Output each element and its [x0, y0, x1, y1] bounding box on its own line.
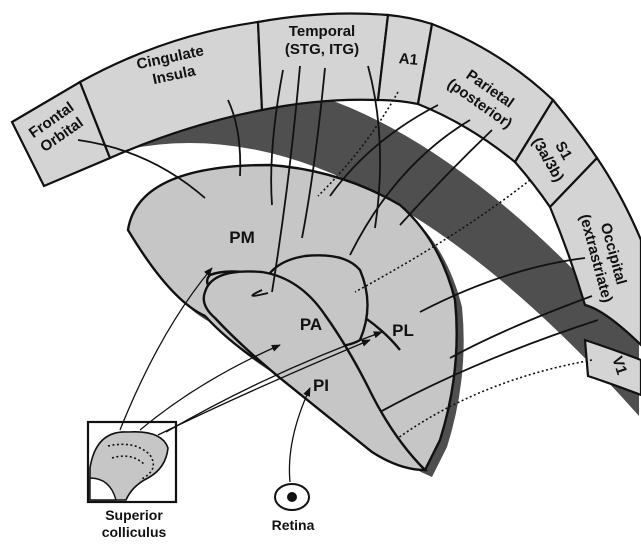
segment-v1 — [583, 338, 641, 397]
connection-cingulate-pm — [227, 99, 242, 177]
dotted-s1 — [354, 179, 531, 293]
label-pm: PM — [229, 228, 255, 247]
connection-temporal-pm-2 — [301, 67, 326, 239]
connection-occipital-pl-1 — [419, 257, 586, 313]
dotted-a1 — [317, 91, 399, 197]
label-v1: V1 — [608, 354, 630, 377]
connection-parietal-pa — [349, 119, 471, 256]
connection-frontal-pm — [77, 139, 206, 199]
arrow-sc-to-pl-2 — [165, 331, 383, 433]
svg-text:V1: V1 — [608, 354, 630, 377]
connection-temporal-pm-1 — [270, 69, 284, 206]
dotted-v1 — [397, 359, 593, 439]
arrow-sc-to-pm — [119, 267, 213, 431]
retina-eye-icon — [274, 483, 310, 511]
pulvinar-pi — [202, 270, 428, 472]
label-a1: A1 — [398, 50, 419, 69]
svg-text:A1: A1 — [398, 50, 419, 69]
label-retina: Retina — [272, 517, 315, 533]
label-superior-colliculus: Superior colliculus — [102, 507, 167, 540]
svg-text:Superior: Superior — [105, 507, 163, 523]
superior-colliculus-diagram — [86, 420, 178, 504]
svg-text:(STG, ITG): (STG, ITG) — [285, 41, 359, 58]
connection-pa-pi — [251, 289, 269, 297]
svg-text:S1: S1 — [551, 139, 575, 163]
connection-occipital-pl-2 — [449, 295, 593, 359]
arrow-retina-to-pi — [288, 387, 311, 483]
connection-parietal-pm — [329, 104, 439, 197]
label-pa: PA — [300, 315, 322, 334]
svg-text:Temporal: Temporal — [289, 23, 355, 40]
connection-occipital-pi — [379, 319, 599, 413]
segment-occipital — [548, 156, 641, 347]
connection-temporal-pi — [271, 65, 301, 293]
label-pl: PL — [392, 321, 414, 340]
label-temporal: Temporal (STG, ITG) — [285, 23, 359, 58]
label-pi: PI — [313, 376, 329, 395]
arrow-sc-to-pi — [139, 344, 281, 431]
svg-text:colliculus: colliculus — [102, 524, 167, 540]
connection-parietal-pl — [399, 129, 493, 226]
